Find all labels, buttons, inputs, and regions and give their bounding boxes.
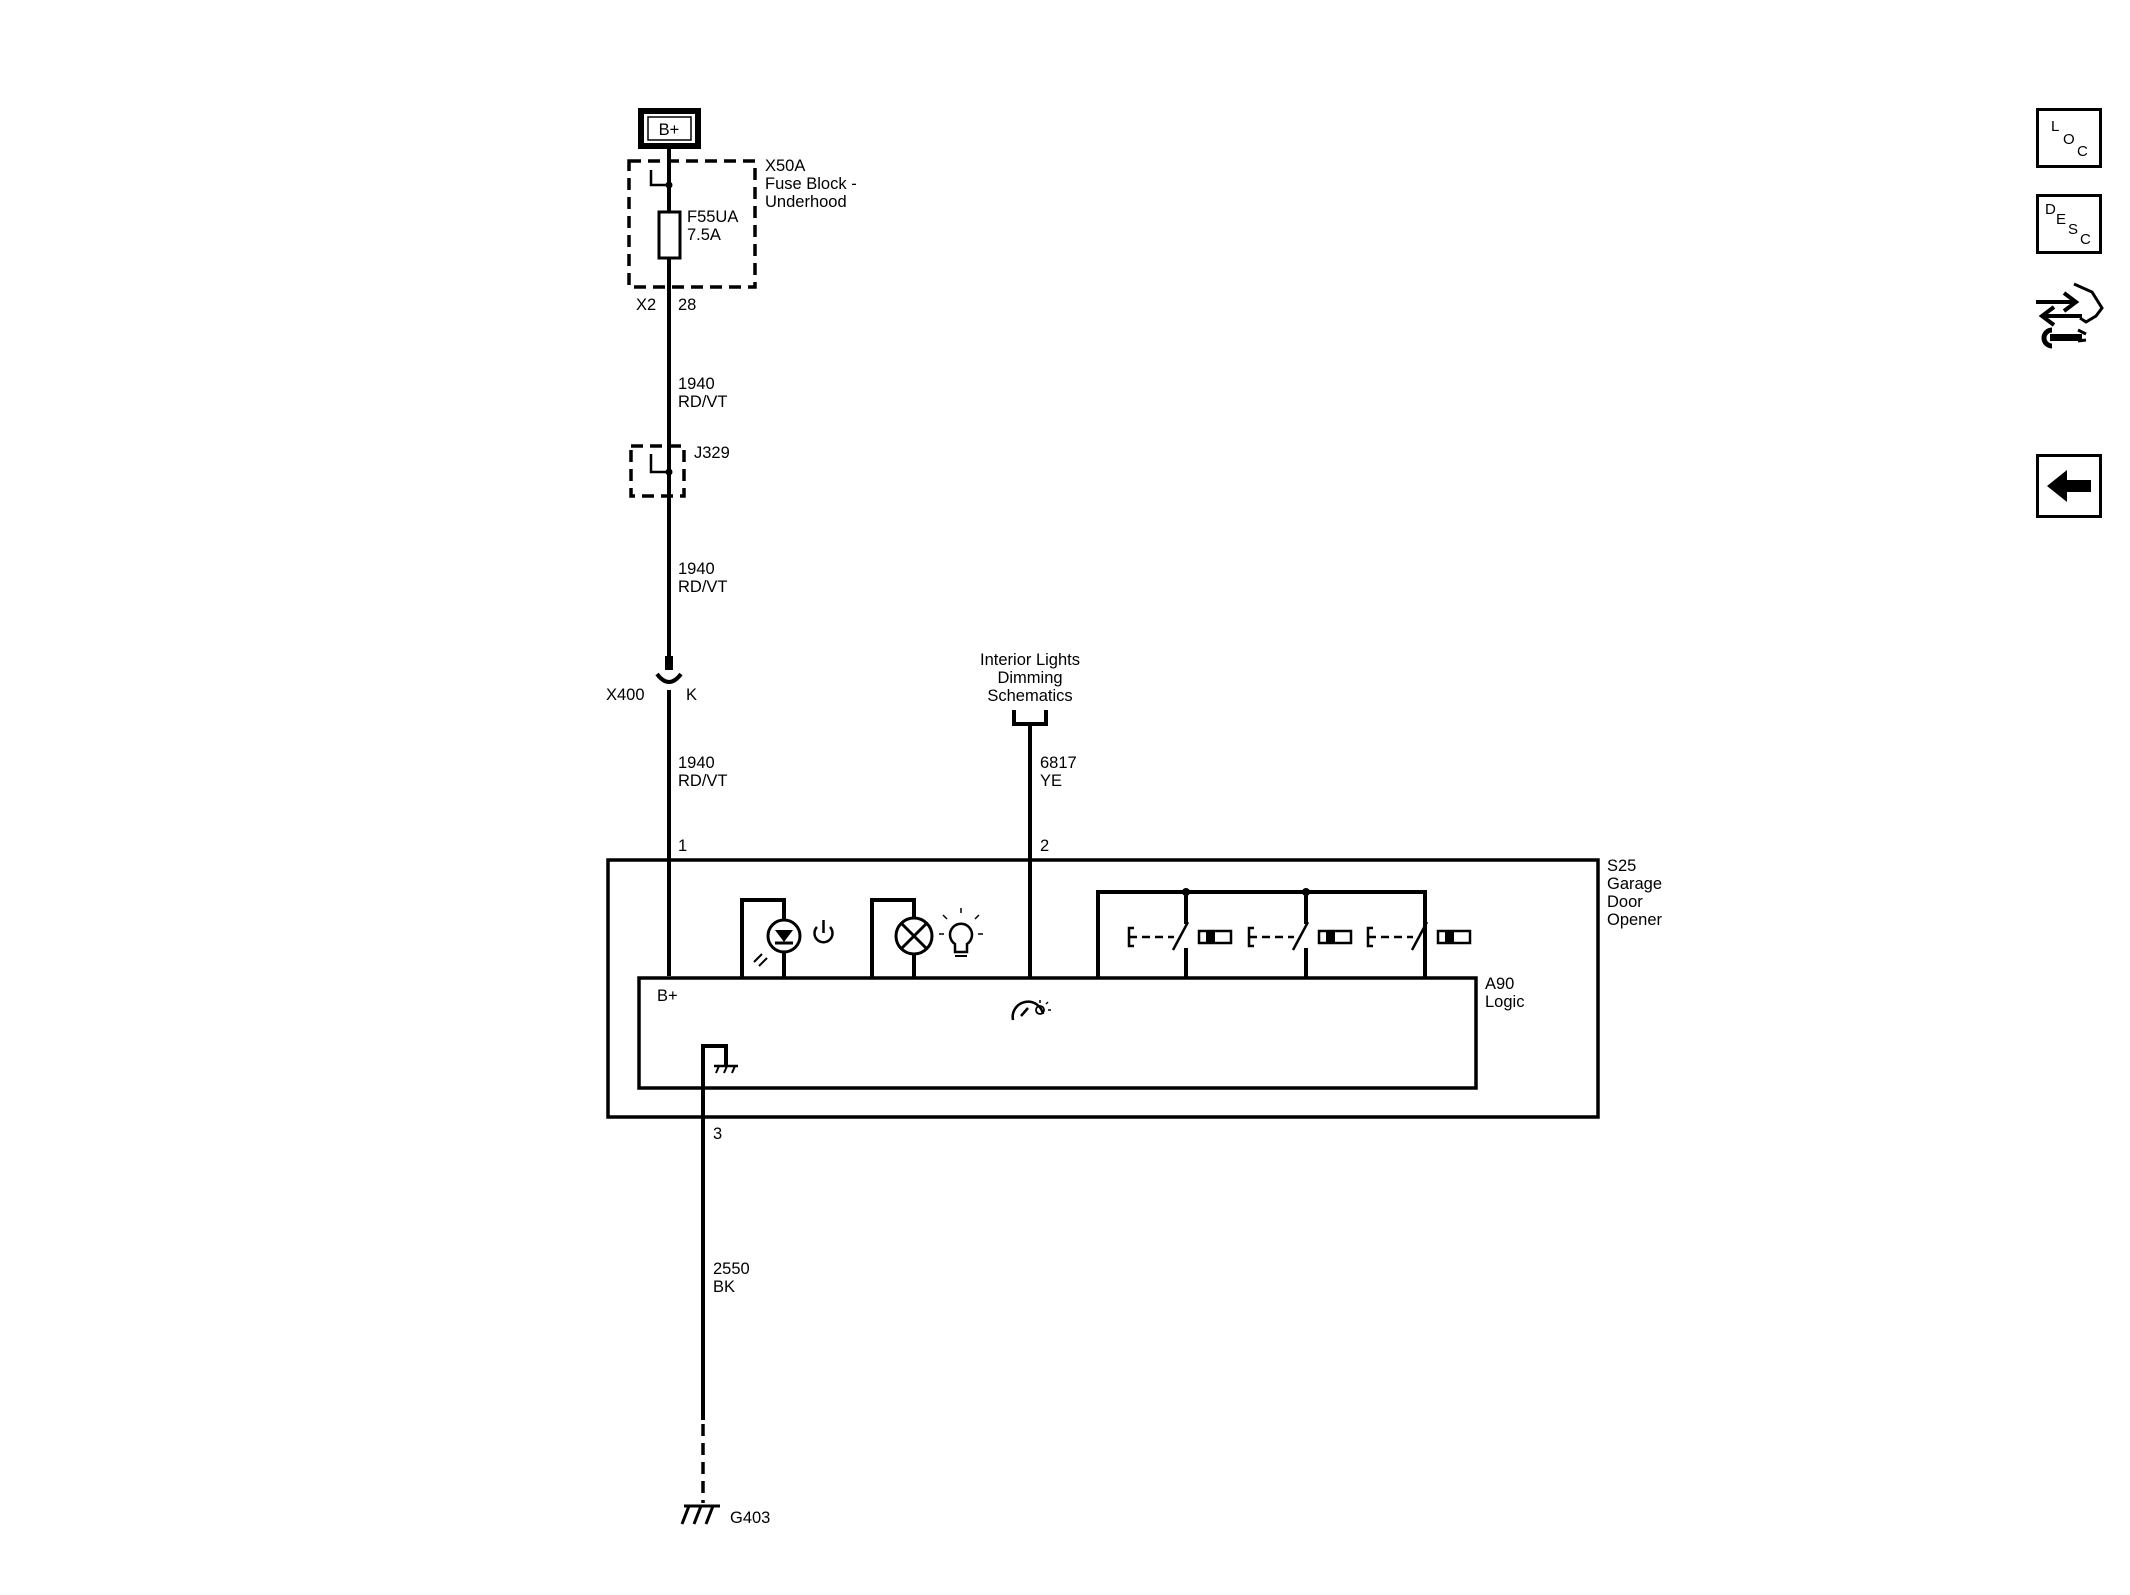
wire-dimming-circuit: 6817	[1040, 754, 1077, 772]
wire-b-circuit: 1940	[678, 560, 715, 578]
ground-symbol	[680, 1504, 720, 1525]
fuse-block-name-1: Fuse Block -	[765, 175, 857, 193]
switch-button-1	[1127, 892, 1233, 978]
module-name-1: Garage	[1607, 875, 1662, 893]
loc-letter-c: C	[2077, 143, 2088, 160]
ground-label: G403	[730, 1509, 770, 1527]
indicator-led-circuit	[740, 898, 834, 978]
inline-connector-x400: X400 K	[606, 656, 697, 704]
fuse-block-name-2: Underhood	[765, 193, 847, 211]
power-source-label: B+	[659, 121, 680, 139]
fuse-block-x50a: X50A Fuse Block - Underhood F55UA 7.5A X…	[627, 157, 857, 314]
fuse-connector-id: X2	[636, 296, 656, 314]
connector-wrench-icon	[2036, 282, 2104, 349]
illumination-lamp-circuit	[870, 898, 983, 978]
fuse-rating: 7.5A	[687, 226, 721, 244]
desc-letter-e: E	[2056, 211, 2066, 228]
interior-lights-reference: Interior Lights Dimming Schematics 6817 …	[980, 651, 1080, 978]
desc-letter-s: S	[2068, 221, 2078, 238]
wire-ground-circuit: 2550	[713, 1260, 750, 1278]
ref-line-2: Dimming	[997, 669, 1062, 687]
inline-connector-id: X400	[606, 686, 645, 704]
loc-letter-l: L	[2051, 118, 2059, 135]
ref-line-1: Interior Lights	[980, 651, 1080, 669]
module-name-3: Opener	[1607, 911, 1663, 929]
wire-a-circuit: 1940	[678, 375, 715, 393]
power-icon	[813, 920, 834, 944]
description-button[interactable]: D E S C	[2036, 194, 2102, 254]
garage-door-opener-module: S25 Garage Door Opener	[606, 857, 1663, 1119]
logic-module-a90: A90 Logic B+	[637, 975, 1524, 1090]
wire-c-circuit: 1940	[678, 754, 715, 772]
module-name-2: Door	[1607, 893, 1643, 911]
switch-button-3	[1366, 892, 1472, 978]
logic-name: Logic	[1485, 993, 1524, 1011]
pin-3-label: 3	[713, 1125, 722, 1143]
module-id: S25	[1607, 857, 1636, 875]
dimming-gauge-icon	[1011, 1000, 1051, 1021]
wire-b-color: RD/VT	[678, 578, 728, 596]
desc-letter-c: C	[2080, 231, 2091, 248]
splice-label: J329	[694, 444, 730, 462]
switch-button-2	[1247, 892, 1353, 978]
fuse-block-id: X50A	[765, 157, 805, 175]
fuse-connector-pin: 28	[678, 296, 696, 314]
transmitter-switches	[1096, 888, 1472, 978]
wire-dimming-color: YE	[1040, 772, 1062, 790]
ground-circuit: 3 2550 BK G403	[680, 1044, 770, 1527]
desc-letter-d: D	[2045, 201, 2056, 218]
inline-connector-pin: K	[686, 686, 697, 704]
splice-j329: J329	[629, 444, 730, 498]
pin-1-label: 1	[678, 837, 687, 855]
wire-a-color: RD/VT	[678, 393, 728, 411]
location-button[interactable]: L O C	[2036, 108, 2102, 168]
light-bulb-icon	[939, 908, 983, 957]
logic-id: A90	[1485, 975, 1514, 993]
fuse-id: F55UA	[687, 208, 738, 226]
loc-letter-o: O	[2063, 131, 2075, 148]
logic-supply-label: B+	[657, 987, 678, 1005]
wire-ground-color: BK	[713, 1278, 735, 1296]
arrow-left-icon	[2047, 470, 2091, 502]
ref-line-3: Schematics	[987, 687, 1072, 705]
battery-positive-source: B+	[638, 108, 701, 149]
diagnostic-tools-button[interactable]	[2030, 278, 2110, 352]
back-button[interactable]	[2036, 454, 2102, 518]
wire-c-color: RD/VT	[678, 772, 728, 790]
fuse-f55ua	[657, 210, 682, 260]
pin-2-label: 2	[1040, 837, 1049, 855]
